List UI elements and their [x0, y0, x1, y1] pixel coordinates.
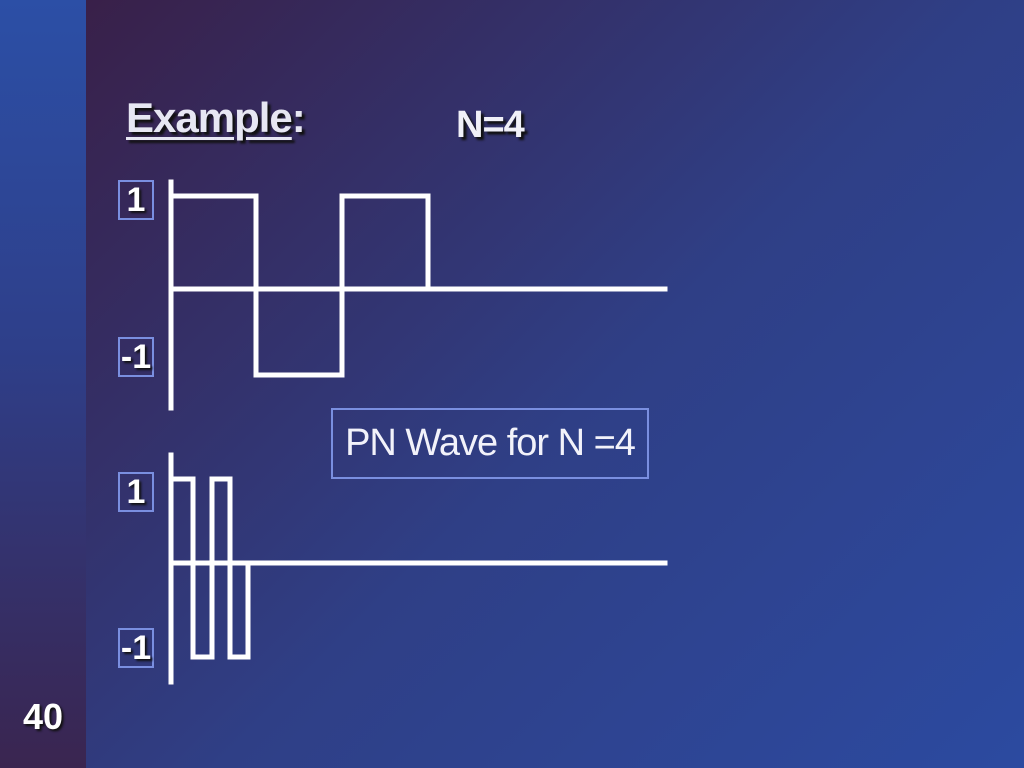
wave1-high-label: 1: [118, 180, 154, 220]
caption-box: PN Wave for N =4: [331, 408, 649, 479]
wave2-low-label: -1: [118, 628, 154, 668]
wave2-pn-signal: [168, 476, 251, 660]
title-text: Example: [126, 94, 293, 141]
slide-title: Example:: [126, 94, 306, 142]
wave1-square-signal: [168, 193, 431, 378]
slide-number: 40: [22, 696, 64, 737]
wave2-high-label: 1: [118, 472, 154, 512]
side-bar: [0, 0, 86, 768]
title-colon: :: [291, 94, 306, 141]
subtitle-n: N=4: [456, 104, 525, 146]
wave1-low-label: -1: [118, 337, 154, 377]
